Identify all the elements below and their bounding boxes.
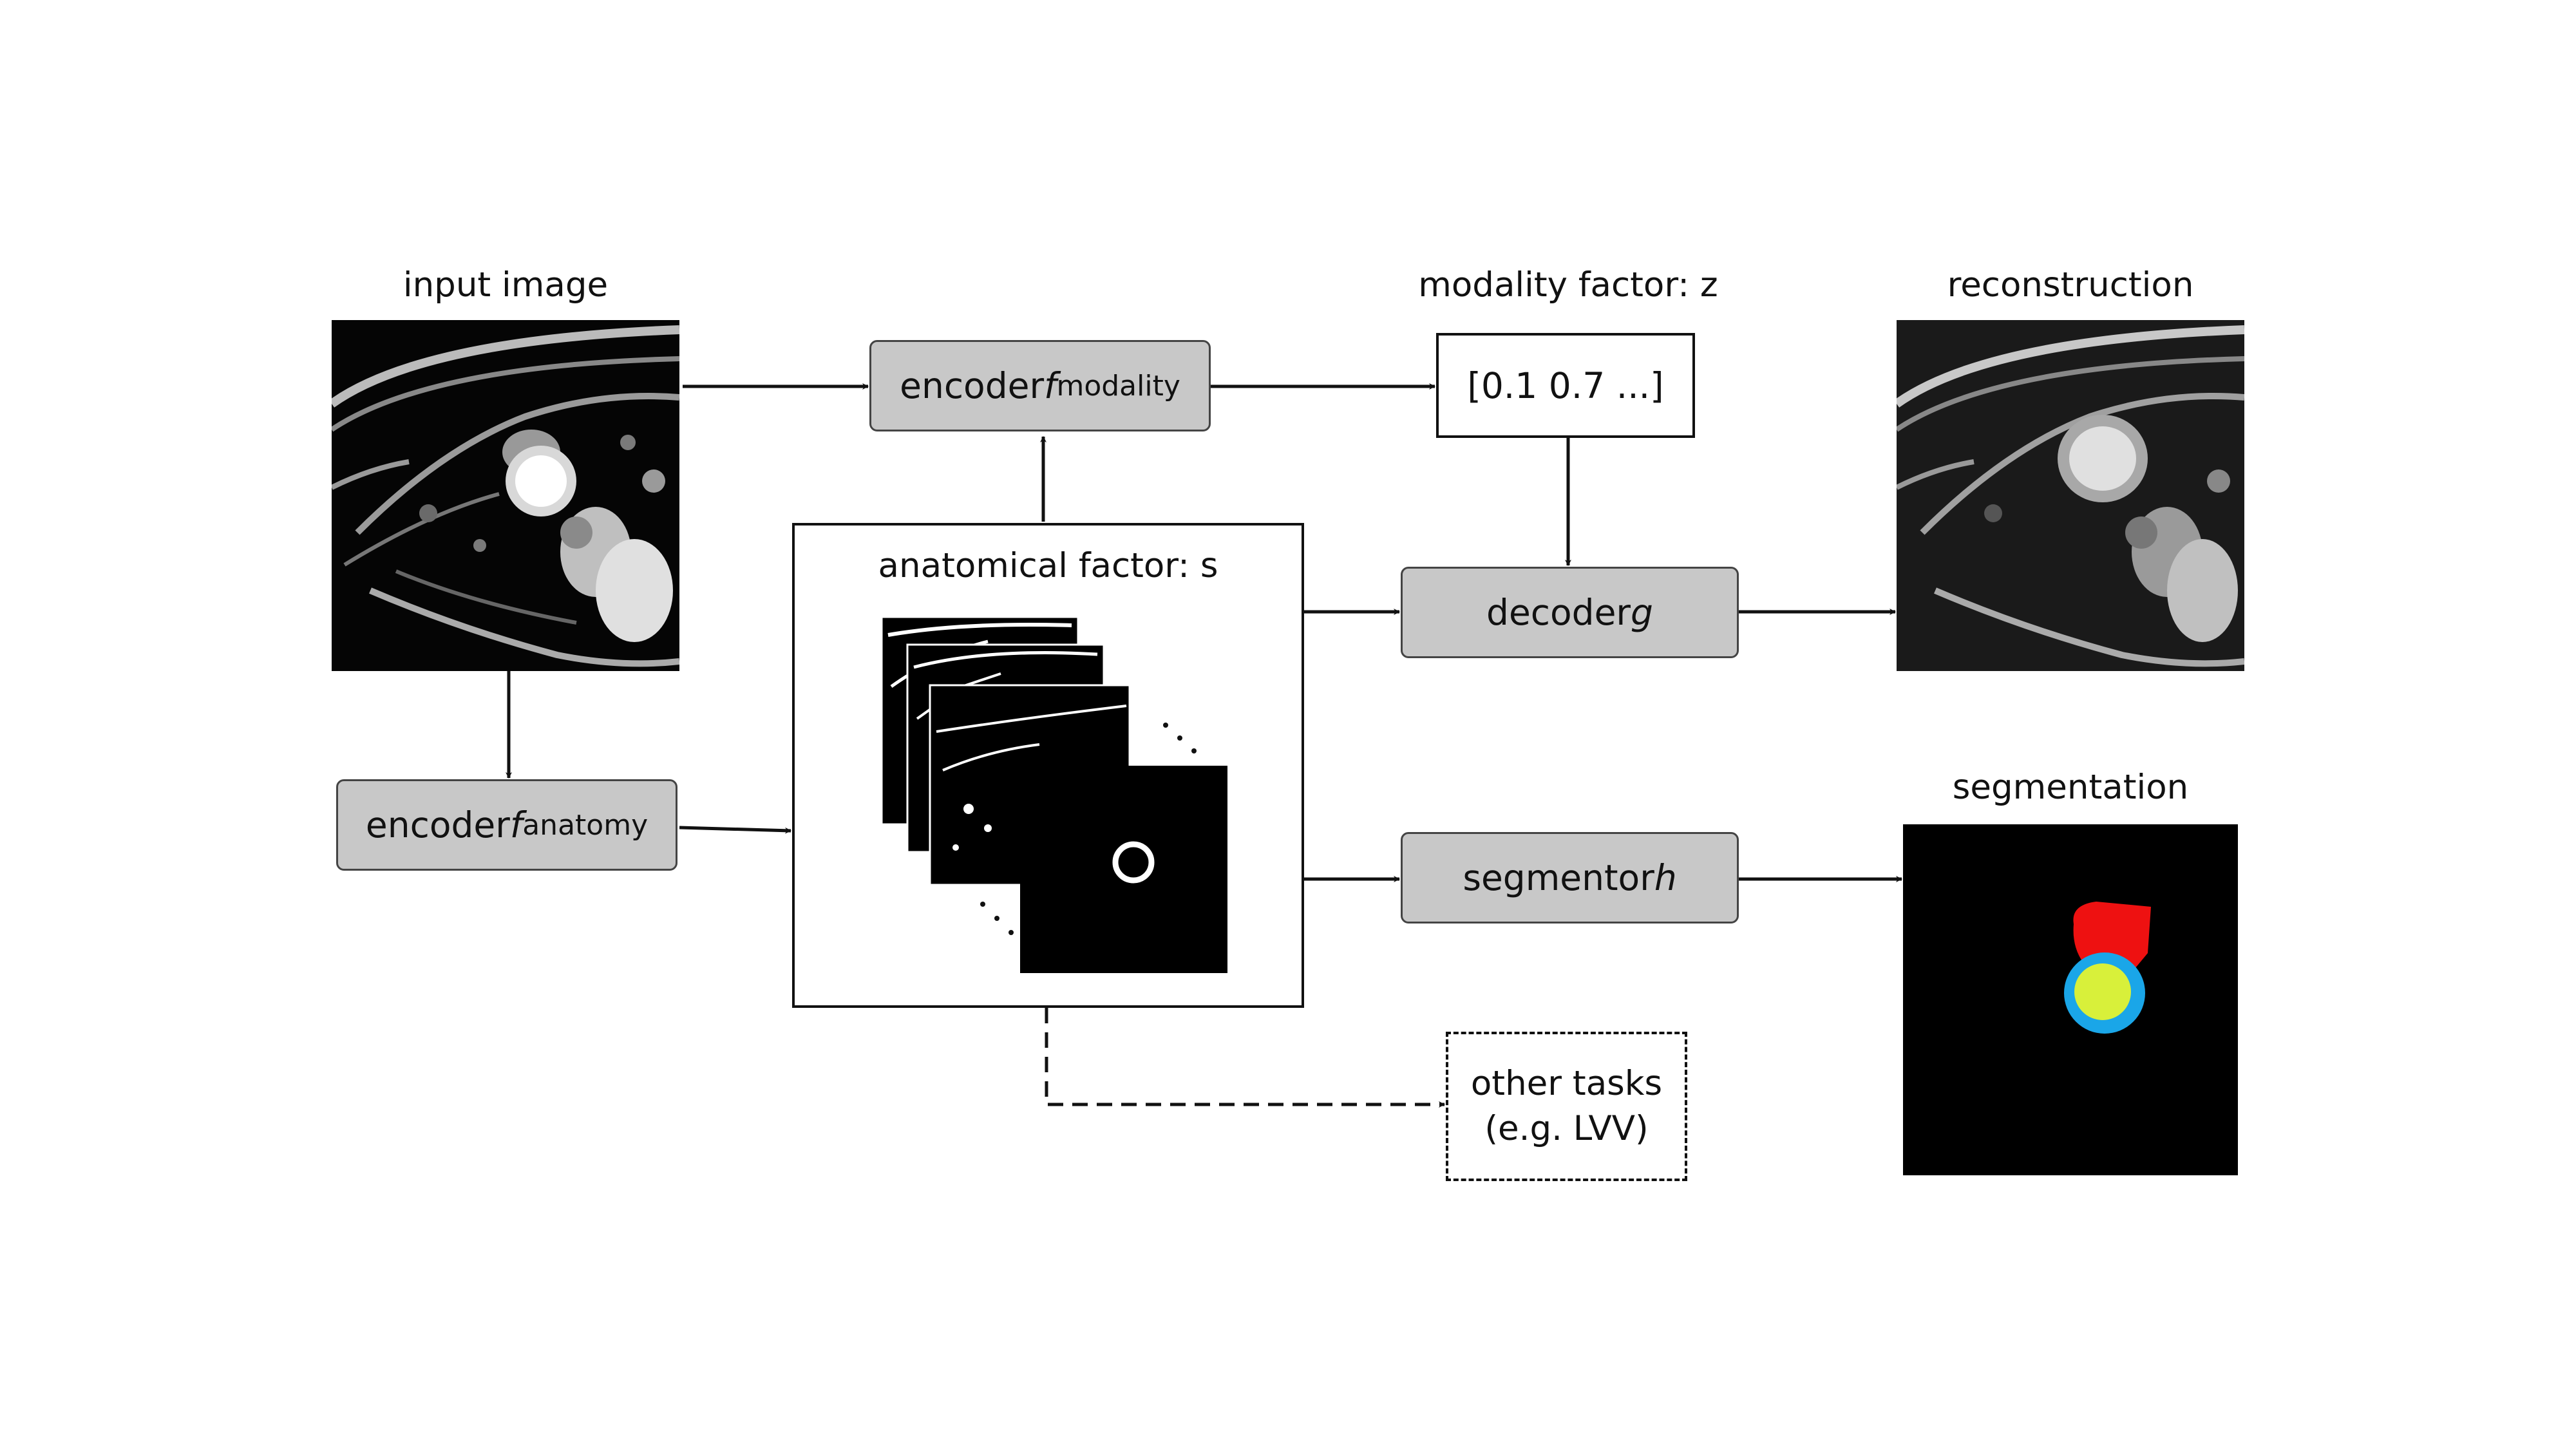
- decoder-node: decoder g: [1401, 567, 1739, 658]
- segmentation-image: [1903, 824, 2238, 1175]
- encoder-modality-fn: f: [1044, 365, 1057, 406]
- segmentor-text: segmentor: [1463, 857, 1654, 898]
- other-tasks-line2: (e.g. LVV): [1484, 1109, 1649, 1148]
- modality-factor-label: modality factor: z: [1418, 265, 1718, 305]
- segmentation-label: segmentation: [1952, 768, 2189, 807]
- other-tasks-box: other tasks (e.g. LVV): [1446, 1032, 1687, 1181]
- encoder-anatomy-fn: f: [509, 804, 523, 846]
- encoder-anatomy-sub: anatomy: [522, 808, 649, 842]
- decoder-text: decoder: [1486, 592, 1631, 633]
- segmentor-fn: h: [1654, 857, 1677, 898]
- input-image-label: input image: [402, 265, 609, 305]
- input-image: [332, 320, 679, 671]
- anatomical-channel-stack: [880, 616, 1227, 973]
- reconstruction-image: [1897, 320, 2244, 671]
- decoder-fn: g: [1631, 592, 1653, 633]
- other-tasks-line1: other tasks: [1470, 1064, 1663, 1103]
- anatomical-factor-label: anatomical factor: s: [878, 546, 1218, 585]
- reconstruction-label: reconstruction: [1947, 265, 2194, 305]
- encoder-modality-text: encoder: [900, 365, 1045, 406]
- encoder-modality-sub: modality: [1056, 369, 1180, 402]
- encoder-anatomy-text: encoder: [365, 804, 510, 846]
- arrow-s-to-other-tasks: [1045, 1008, 1445, 1108]
- modality-vector-text: [0.1 0.7 ...]: [1467, 365, 1664, 406]
- anatomical-factor-box: anatomical factor: s: [792, 523, 1304, 1008]
- arrow-encoder-anatomy-to-s: [679, 826, 791, 834]
- modality-vector-box: [0.1 0.7 ...]: [1436, 333, 1695, 438]
- segmentor-node: segmentor h: [1401, 832, 1739, 923]
